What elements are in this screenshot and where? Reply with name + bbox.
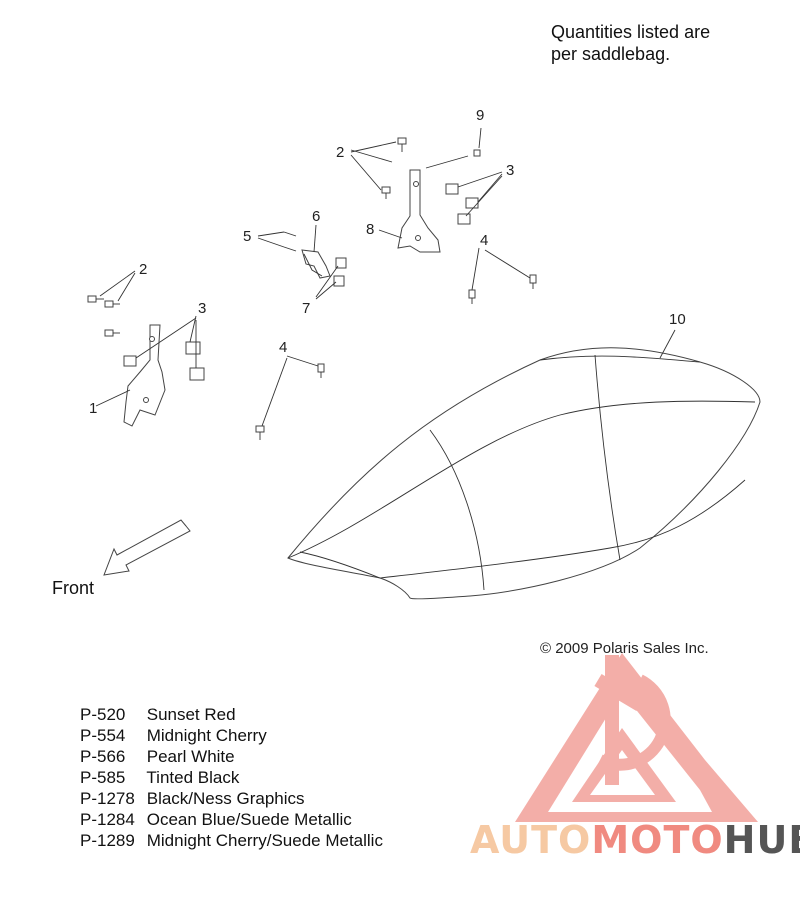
color-name: Midnight Cherry xyxy=(146,726,267,745)
note-line-2: per saddlebag. xyxy=(551,44,670,64)
front-label: Front xyxy=(52,578,94,598)
legend-row: P-1289 Midnight Cherry/Suede Metallic xyxy=(80,830,383,851)
callout-4-right: 4 xyxy=(480,232,488,249)
note-line-1: Quantities listed are xyxy=(551,22,710,42)
callout-6: 6 xyxy=(312,208,320,225)
spacer-part-6 xyxy=(301,249,331,279)
callout-8: 8 xyxy=(366,221,374,238)
callout-7: 7 xyxy=(302,300,310,317)
color-name: Pearl White xyxy=(146,747,235,766)
color-code: P-585 xyxy=(80,768,126,787)
callout-2-left: 2 xyxy=(139,261,147,278)
color-code: P-520 xyxy=(80,705,126,724)
watermark-part-hub: HUB xyxy=(724,818,800,862)
watermark-text: AUTOMOTOHUB xyxy=(470,818,800,862)
color-name: Black/Ness Graphics xyxy=(146,789,305,808)
callout-3-left: 3 xyxy=(198,300,206,317)
legend-row: P-585 Tinted Black xyxy=(80,767,383,788)
legend-row: P-566 Pearl White xyxy=(80,746,383,767)
fasteners xyxy=(87,137,537,440)
legend-row: P-520 Sunset Red xyxy=(80,704,383,725)
color-code: P-1278 xyxy=(80,789,135,808)
color-name: Sunset Red xyxy=(146,705,236,724)
color-name: Ocean Blue/Suede Metallic xyxy=(146,810,352,829)
legend-row: P-1278 Black/Ness Graphics xyxy=(80,788,383,809)
callout-1: 1 xyxy=(89,400,97,417)
legend-row: P-1284 Ocean Blue/Suede Metallic xyxy=(80,809,383,830)
color-code: P-554 xyxy=(80,726,126,745)
copyright-text: © 2009 Polaris Sales Inc. xyxy=(540,640,709,657)
clips xyxy=(123,183,479,381)
front-arrow xyxy=(103,519,191,576)
callout-9: 9 xyxy=(476,107,484,124)
color-code-legend: P-520 Sunset Red P-554 Midnight Cherry P… xyxy=(80,704,383,851)
callout-10: 10 xyxy=(669,311,686,328)
watermark-part-moto: MOTO xyxy=(591,818,723,862)
watermark-logo xyxy=(515,653,758,822)
bracket-part-8 xyxy=(397,169,441,253)
callout-3-top: 3 xyxy=(506,162,514,179)
color-name: Tinted Black xyxy=(146,768,240,787)
callout-4-middle: 4 xyxy=(279,339,287,356)
leader-lines xyxy=(95,127,676,427)
legend-row: P-554 Midnight Cherry xyxy=(80,725,383,746)
saddlebag-part-10 xyxy=(287,347,761,600)
color-name: Midnight Cherry/Suede Metallic xyxy=(146,831,383,850)
watermark-part-auto: AUTO xyxy=(470,818,591,862)
bracket-part-1 xyxy=(123,324,166,427)
callout-5: 5 xyxy=(243,228,251,245)
color-code: P-1289 xyxy=(80,831,135,850)
color-code: P-1284 xyxy=(80,810,135,829)
color-code: P-566 xyxy=(80,747,126,766)
callout-2-top: 2 xyxy=(336,144,344,161)
